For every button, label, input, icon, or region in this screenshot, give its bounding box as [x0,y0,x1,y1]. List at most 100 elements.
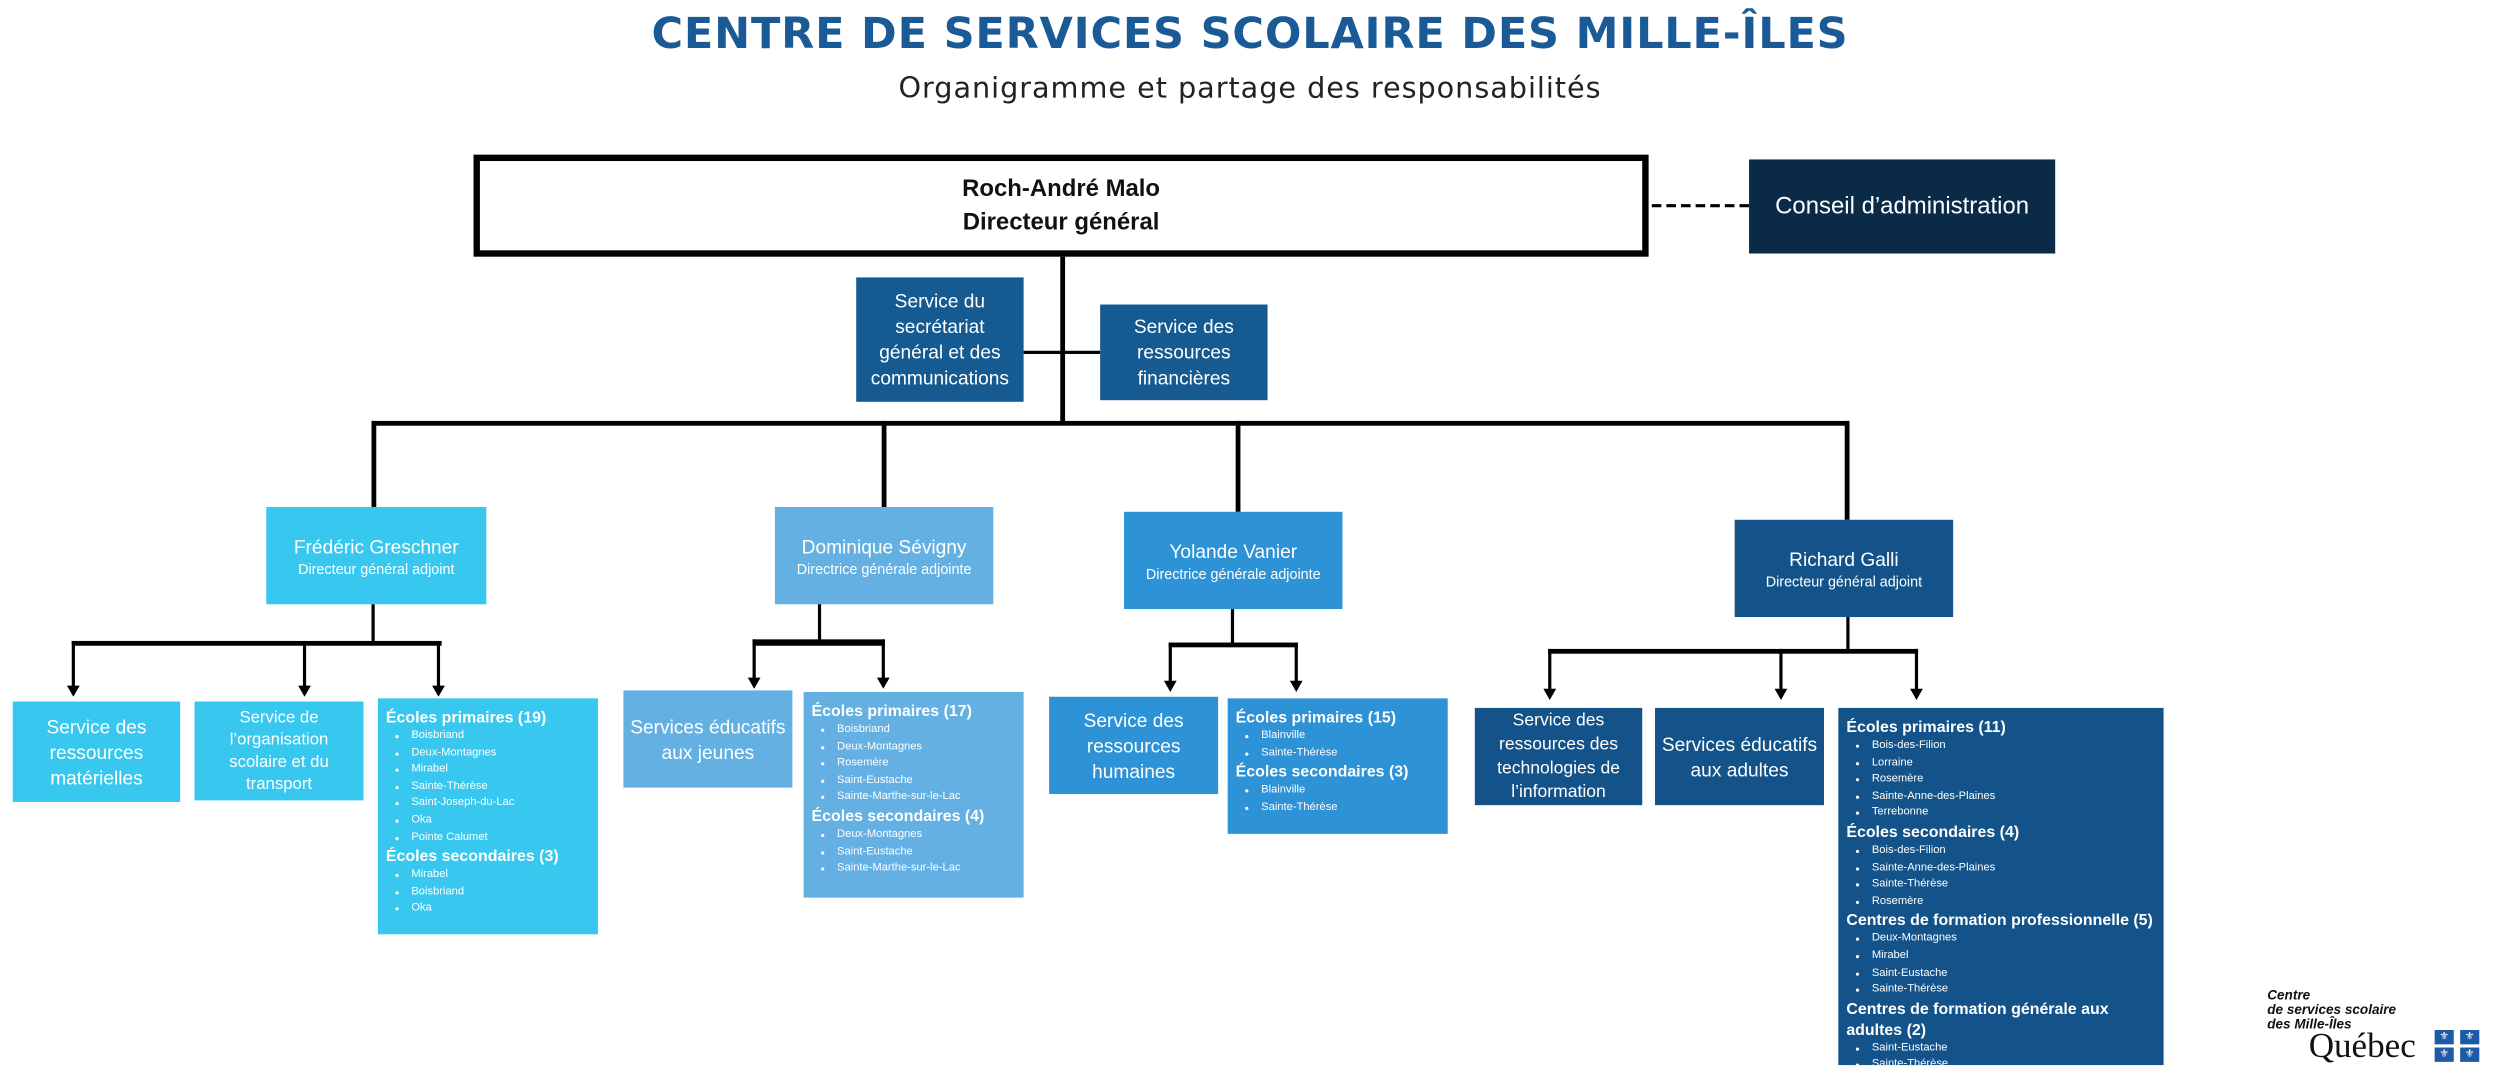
adjoint-role: Directeur général adjoint [1765,573,1923,590]
school-list-item: Mirabel [1872,949,2156,966]
school-list-item: Blainville [1261,783,1440,800]
connector [1168,642,1298,648]
connector [71,640,442,646]
school-group-heading: Écoles primaires (19) [385,709,547,728]
school-list: BlainvilleSainte-Thérèse [1236,729,1440,763]
school-list: MirabelBoisbriandOka [386,868,590,919]
school-list-item: Mirabel [411,762,590,779]
fleur-de-lis-icon: ⚜ [2434,1047,2454,1062]
school-group-heading: Écoles secondaires (4) [1846,824,2020,842]
school-group-heading: Écoles secondaires (3) [385,848,559,867]
connector [1168,642,1172,683]
school-list-item: Rosemère [1872,772,2156,789]
connector [371,604,375,643]
dg-name: Roch-André Malo [962,175,1161,203]
arrow-down-icon [432,685,445,697]
school-list: Saint-EustacheSainte-Thérèse [1846,1041,2155,1075]
school-list: BlainvilleSainte-Thérèse [1236,783,1440,817]
school-list: BoisbriandDeux-MontagnesMirabelSainte-Th… [386,729,590,847]
ti-box: Service des ressources des technologies … [1474,707,1643,806]
schools-box-galli: Écoles primaires (11)Bois-des-FilionLorr… [1838,707,2164,1070]
adjoint-name: Dominique Sévigny [801,534,967,558]
organisation-box: Service de l’organisation scolaire et du… [194,701,364,801]
school-group-heading: Écoles primaires (11) [1846,719,2006,737]
school-list-item: Bois-des-Filion [1872,738,2156,755]
arrow-down-icon [66,685,80,697]
arrow-down-icon [1910,688,1923,700]
school-list-item: Sainte-Thérèse [1872,982,2156,999]
page-title: CENTRE DE SERVICES SCOLAIRE DES MILLE-ÎL… [651,9,1849,59]
connector [371,420,377,508]
connector [752,639,885,646]
school-list-item: Sainte-Marthe-sur-le-Lac [837,790,1016,807]
adjoint-name: Frédéric Greschner [293,534,459,558]
connector [1846,617,1850,653]
fleur-de-lis-icon: ⚜ [2460,1047,2480,1062]
school-list-item: Sainte-Thérèse [411,779,590,796]
school-group-heading: Centres de formation générale aux adulte… [1846,1000,2109,1040]
arrow-down-icon [876,677,890,689]
arrow-down-icon [1543,688,1557,700]
adjoint-box-sevigny: Dominique Sévigny Directrice générale ad… [774,507,994,605]
connector [302,640,307,688]
schools-box-vanier: Écoles primaires (15)BlainvilleSainte-Th… [1227,698,1448,834]
connector [1230,609,1235,646]
connector [1844,420,1850,520]
school-list-item: Bois-des-Filion [1872,843,2156,860]
adjoint-role: Directeur général adjoint [298,560,455,577]
school-group-heading: Écoles primaires (15) [1235,709,1397,728]
arrow-down-icon [1163,680,1177,692]
connector [1023,350,1101,354]
school-list-item: Sainte-Anne-des-Plaines [1872,860,2156,877]
school-list-item: Mirabel [411,868,590,885]
adjoint-box-vanier: Yolande Vanier Directrice générale adjoi… [1124,511,1343,610]
school-list: Bois-des-FilionSainte-Anne-des-PlainesSa… [1846,843,2155,911]
adjoint-box-galli: Richard Galli Directeur général adjoint [1734,519,1954,618]
school-list-item: Sainte-Anne-des-Plaines [1872,789,2156,806]
adjoint-name: Yolande Vanier [1169,539,1298,563]
school-list: Bois-des-FilionLorraineRosemèreSainte-An… [1846,738,2155,822]
adultes-box: Services éducatifs aux adultes [1654,707,1824,806]
school-list-item: Deux-Montagnes [411,746,590,763]
school-list-item: Deux-Montagnes [837,739,1016,756]
school-list-item: Saint-Joseph-du-Lac [411,796,590,813]
school-list-item: Boisbriand [411,729,590,746]
school-list-item: Pointe Calumet [411,830,590,847]
school-list-item: Deux-Montagnes [837,827,1016,844]
logo-line-2: de services scolaire [2267,1001,2397,1018]
materielles-box: Service des ressources matérielles [12,701,181,802]
conseil-box: Conseil d’administration [1749,159,2056,254]
school-list-item: Lorraine [1872,755,2156,772]
schools-box-greschner: Écoles primaires (19)BoisbriandDeux-Mont… [377,698,598,935]
logo-line-1: Centre [2267,986,2311,1003]
arrow-down-icon [1774,688,1788,700]
school-list-item: Saint-Eustache [1872,1041,2156,1058]
logo: Centre de services scolaire des Mille-Îl… [2267,986,2490,1069]
director-general-box: Roch-André Malo Directeur général [473,154,1649,257]
school-group-heading: Écoles secondaires (3) [1235,764,1409,782]
logo-quebec: Québec [2308,1025,2416,1066]
school-list-item: Boisbriand [837,722,1016,739]
school-list-item: Sainte-Marthe-sur-le-Lac [837,861,1016,878]
connector [817,604,822,643]
finances-box: Service des ressources financières [1100,304,1268,401]
logo-line-3: des Mille-Îles [2267,1015,2352,1032]
connector [881,639,885,680]
page-subtitle: Organigramme et partage des responsabili… [898,71,1602,106]
connector [1779,648,1783,691]
connector [1548,648,1552,691]
school-list-item: Sainte-Thérèse [1261,746,1440,763]
school-list-item: Saint-Eustache [837,773,1016,790]
arrow-down-icon [1289,680,1303,692]
dashed-connector [1651,204,1750,208]
school-list-item: Blainville [1261,729,1440,746]
school-list-item: Rosemère [1872,894,2156,911]
connector [1060,256,1066,425]
connector [1235,420,1241,512]
adjoint-role: Directrice générale adjointe [1145,565,1321,582]
arrow-down-icon [747,677,761,689]
connector [1914,648,1919,691]
connector [71,640,75,688]
school-list: Deux-MontagnesMirabelSaint-EustacheSaint… [1846,932,2155,1000]
